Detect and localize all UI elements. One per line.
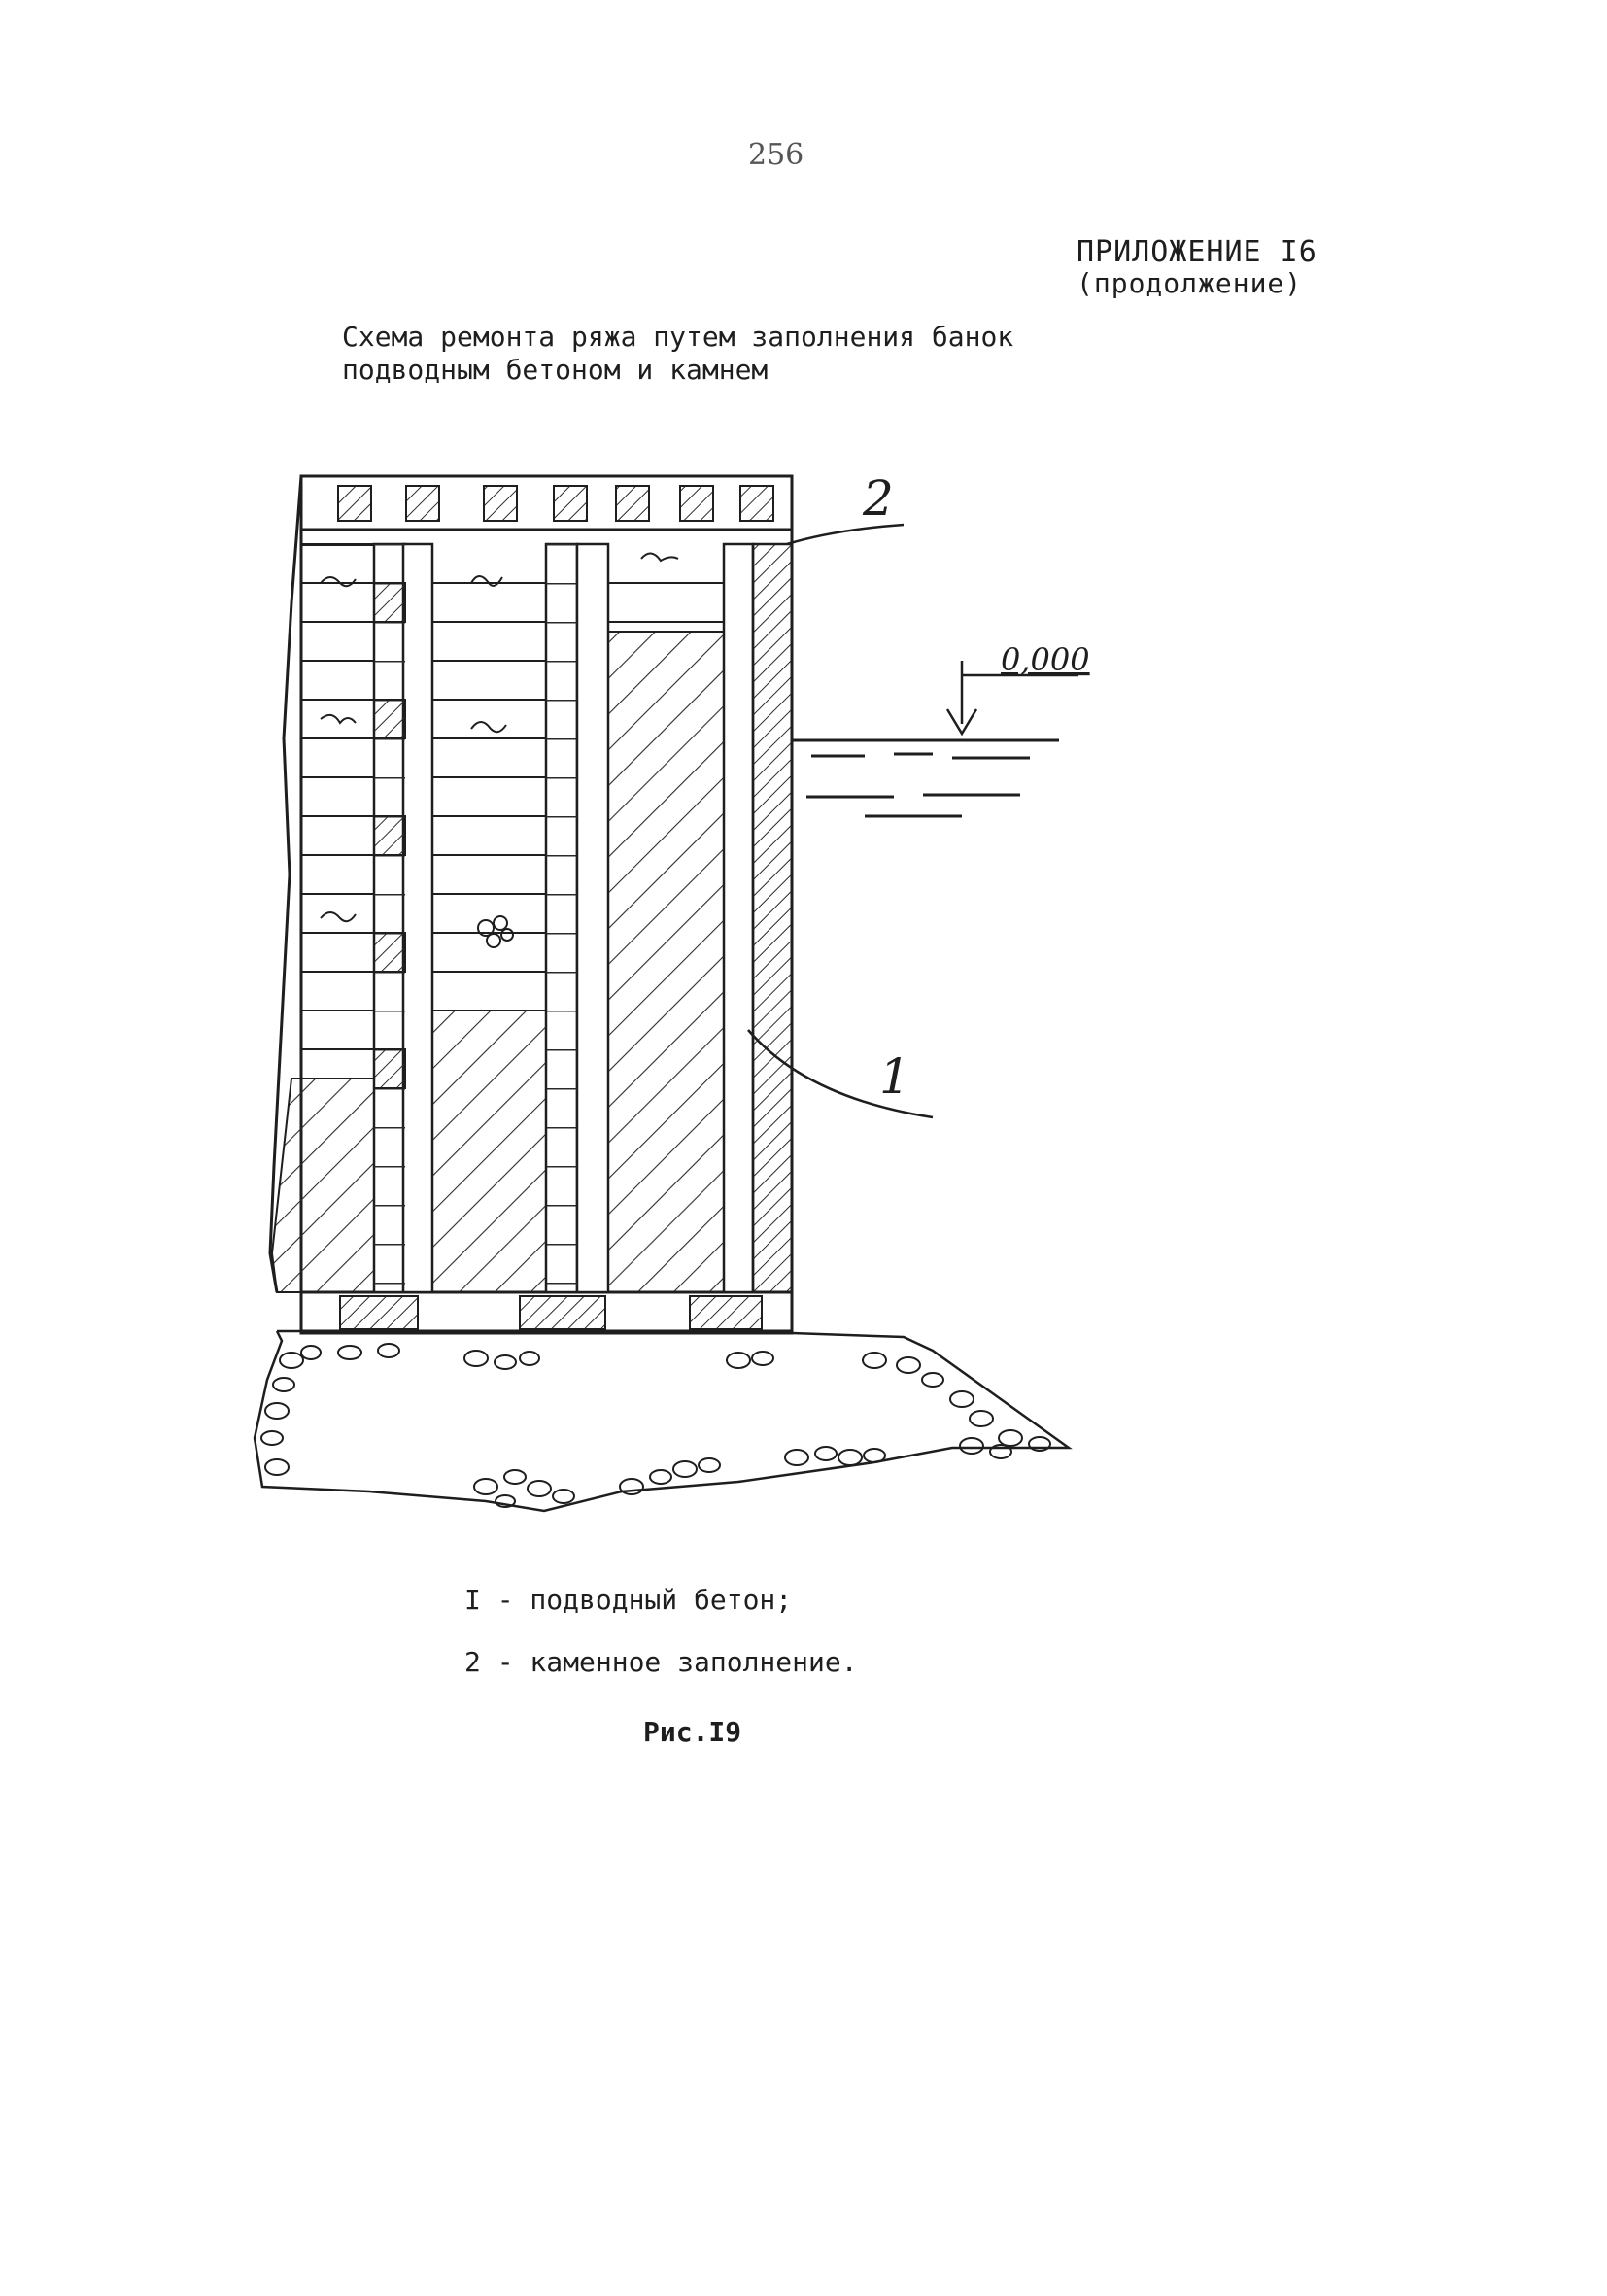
top-beam-blocks	[337, 485, 774, 522]
concrete-fill-middle	[431, 1010, 547, 1293]
log-rows-right	[608, 582, 724, 623]
crib-top-beam	[299, 474, 794, 531]
figure-label: Рис.I9	[643, 1716, 742, 1748]
water-lines	[792, 738, 1059, 818]
page-number: 256	[748, 138, 804, 172]
post-log-joints	[373, 544, 577, 1292]
level-mark-text: 0,000	[1001, 641, 1090, 678]
legend-item-stone: 2 - каменное заполнение.	[464, 1646, 858, 1678]
legend-item-concrete: I - подводный бетон;	[464, 1584, 793, 1616]
rubble-stones	[260, 1343, 1051, 1508]
water-level-mark	[945, 661, 1078, 737]
appendix-subtitle: (продолжение)	[1077, 267, 1303, 299]
stone-symbols	[320, 552, 679, 948]
concrete-fill-right	[607, 631, 725, 1293]
callout-label-1: 1	[879, 1048, 910, 1105]
appendix-title: ПРИЛОЖЕНИЕ I6	[1077, 235, 1317, 269]
callout-label-2: 2	[862, 470, 894, 527]
callout-concrete	[747, 1029, 934, 1119]
diagram-caption-line-2: подводным бетоном и камнем	[342, 354, 769, 386]
crib-left-wall	[268, 475, 303, 1293]
diagram-caption-line-1: Схема ремонта ряжа путем заполнения бано…	[342, 321, 1014, 353]
bottom-beam-blocks	[339, 1295, 763, 1330]
callout-stone-filling	[786, 523, 905, 546]
concrete-fill-left	[270, 1078, 375, 1293]
